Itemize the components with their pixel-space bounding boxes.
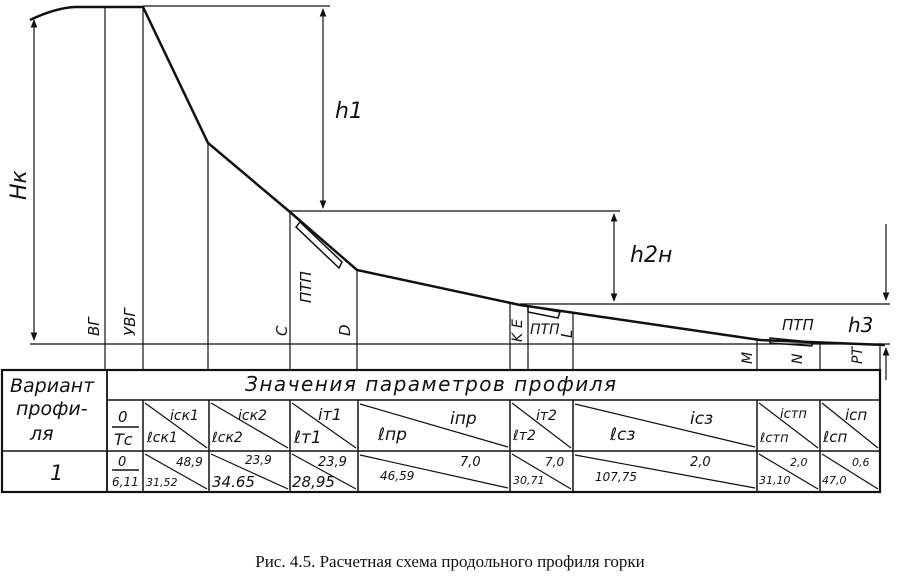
cell-left: 107,75 xyxy=(595,470,637,484)
cell-right: 0,6 xyxy=(852,456,870,469)
h3-label: h3 xyxy=(848,313,873,337)
retarder-symbol-1 xyxy=(294,220,343,270)
col-header-left: ℓсз xyxy=(609,425,635,445)
point-label-k: K xyxy=(510,331,526,342)
cell-diagonal xyxy=(821,402,879,449)
table-title: Значения параметров профиля xyxy=(245,372,618,396)
profile-drawing xyxy=(29,5,890,380)
cell-right: 2,0 xyxy=(690,455,711,470)
cell-bottom: 6,11 xyxy=(112,475,139,489)
h2n-label: h2н xyxy=(630,243,672,268)
cell-diagonal xyxy=(144,402,208,449)
cell-left: 31,52 xyxy=(146,476,178,489)
point-label-c: С xyxy=(273,325,291,336)
point-label-uvg: УВГ xyxy=(121,307,139,336)
col-header-right: iстп xyxy=(780,407,807,422)
cell-right: 23,9 xyxy=(245,453,272,467)
cell-diagonal xyxy=(511,453,572,490)
col-header-right: iск2 xyxy=(238,408,267,424)
col-header-left: ℓск2 xyxy=(211,430,243,446)
point-label-e: E xyxy=(510,319,526,328)
cell-diagonal xyxy=(359,454,509,489)
cell-left: 28,95 xyxy=(292,473,335,491)
cell-diagonal xyxy=(291,402,357,449)
col-header-left: ℓсп xyxy=(822,428,847,446)
cell-left: 47,0 xyxy=(822,474,847,487)
cell-diagonal xyxy=(821,453,879,490)
profile-line xyxy=(29,5,886,347)
hk-label: Hк xyxy=(7,169,32,200)
cell-diagonal xyxy=(210,402,289,449)
col-header-left: ℓт1 xyxy=(293,428,322,448)
point-label-m: M xyxy=(740,352,756,364)
cell-right: 2,0 xyxy=(790,456,808,469)
cell-left: 34.65 xyxy=(212,473,255,491)
point-label-l: L xyxy=(558,330,576,338)
retarder-label-1: ПТП xyxy=(297,271,315,303)
col-header-bottom: Тс xyxy=(114,430,133,449)
cell-diagonal xyxy=(758,453,819,490)
retarder-label-2: ПТП xyxy=(530,322,560,338)
cell-left: 30,71 xyxy=(513,474,545,487)
col-header-right: iсз xyxy=(690,409,713,429)
cell-right: 7,0 xyxy=(545,455,564,469)
cell-diagonal xyxy=(359,403,509,448)
retarder-symbol-3 xyxy=(769,337,813,347)
cell-diagonal xyxy=(291,453,357,490)
col-header-left: ℓск1 xyxy=(146,430,178,446)
cell-left: 46,59 xyxy=(380,469,414,483)
variant-header: профи- xyxy=(16,398,88,420)
cell-top: 0 xyxy=(118,455,126,470)
cell-right: 48,9 xyxy=(176,455,203,469)
point-label-rt: РТ xyxy=(850,346,866,364)
cell-diagonal xyxy=(574,454,756,489)
col-header-left: ℓпр xyxy=(377,425,407,445)
cell-diagonal xyxy=(574,403,756,448)
retarder-label-3: ПТП xyxy=(782,316,814,334)
retarder-symbol-2 xyxy=(527,305,561,319)
cell-right: 7,0 xyxy=(460,455,481,470)
figure-caption: Рис. 4.5. Расчетная схема продольного пр… xyxy=(255,552,645,571)
point-label-n: N xyxy=(790,353,806,364)
parameter-table xyxy=(0,368,882,494)
cell-left: 31,10 xyxy=(759,474,791,487)
point-label-vg: ВГ xyxy=(85,316,103,336)
col-header-right: iт1 xyxy=(318,405,342,424)
cell-diagonal xyxy=(210,453,289,490)
cell-diagonal xyxy=(511,402,572,449)
point-label-d: D xyxy=(336,324,354,336)
col-header-right: iск1 xyxy=(170,408,199,424)
col-header-left: ℓстп xyxy=(759,431,789,446)
variant-number: 1 xyxy=(50,461,63,485)
h1-label: h1 xyxy=(335,99,363,124)
cell-diagonal xyxy=(144,453,208,490)
variant-header: ля xyxy=(29,423,54,445)
variant-header: Вариант xyxy=(10,375,95,397)
table-border xyxy=(0,368,882,494)
col-header-right: iпр xyxy=(450,409,477,429)
col-header-top: 0 xyxy=(118,408,128,426)
cell-diagonal xyxy=(758,402,819,449)
cell-right: 23,9 xyxy=(318,455,347,470)
col-header-left: ℓт2 xyxy=(512,428,536,444)
col-header-right: iсп xyxy=(845,406,867,424)
col-header-right: iт2 xyxy=(536,408,557,424)
